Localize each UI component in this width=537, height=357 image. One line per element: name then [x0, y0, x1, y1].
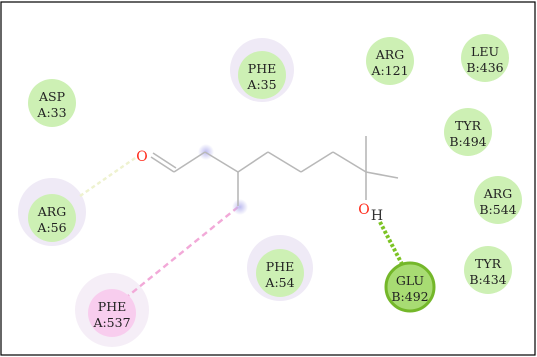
residue-disc — [464, 246, 512, 294]
atom-aldehyde-oxygen: O — [136, 149, 147, 165]
residue-code: A:35 — [246, 77, 276, 92]
residue-name: PHE — [266, 259, 294, 274]
residue-disc — [238, 51, 286, 99]
bond-c3-c4 — [237, 151, 269, 173]
residue-code: B:544 — [479, 202, 516, 217]
residue-name: ARG — [375, 47, 404, 62]
ligand-bonds — [150, 136, 399, 206]
residue-code: A:54 — [264, 275, 294, 290]
residue-code: B:436 — [466, 60, 503, 75]
hbond-line — [378, 221, 406, 269]
bond-c4-c5 — [267, 151, 302, 173]
residue-name: ARG — [483, 186, 512, 201]
residue-disc — [474, 176, 522, 224]
bond-c5-c6 — [300, 151, 334, 173]
residue-disc — [461, 34, 509, 82]
residue-name: LEU — [471, 44, 499, 59]
residue-code: A:33 — [36, 105, 66, 120]
atom-hydroxyl-hydrogen: H — [371, 208, 383, 224]
residue-name: ASP — [38, 89, 65, 104]
bond-c6-c7 — [332, 151, 367, 173]
residue-code: A:537 — [92, 315, 130, 330]
bond-o-c1 — [150, 156, 175, 173]
residue-name: PHE — [248, 61, 276, 76]
carbon-hbond-line — [79, 155, 139, 197]
residue-disc — [444, 108, 492, 156]
residue-code: A:56 — [36, 220, 66, 235]
residue-code: B:434 — [469, 272, 506, 287]
glow-atom-methyl — [232, 199, 248, 215]
residue-code: A:121 — [370, 63, 408, 78]
residue-disc — [384, 261, 436, 313]
residue-code: B:494 — [449, 134, 486, 149]
residue-disc — [366, 37, 414, 85]
residue-name: TYR — [475, 256, 502, 271]
bond-o-c1-double — [152, 152, 177, 169]
bond-c1-c2 — [173, 151, 206, 173]
residue-name: PHE — [98, 299, 126, 314]
residue-disc — [28, 79, 76, 127]
residue-name: TYR — [455, 118, 482, 133]
interaction-lines — [79, 155, 406, 297]
pi-alkyl-line — [127, 206, 239, 297]
bond-c2-c3 — [204, 151, 239, 173]
atom-glow-layer — [198, 144, 248, 215]
residue-name: GLU — [396, 273, 424, 288]
residue-disc — [88, 289, 136, 337]
residue-layer: ASPA:33PHEA:35ARGA:121LEUB:436TYRB:494AR… — [28, 34, 522, 337]
residue-disc — [256, 249, 304, 297]
atom-hydroxyl-oxygen: O — [358, 202, 369, 218]
residue-code: B:492 — [391, 289, 428, 304]
residue-name: ARG — [37, 204, 66, 219]
bond-c7-methyl-right — [365, 171, 399, 179]
residue-disc — [28, 194, 76, 242]
